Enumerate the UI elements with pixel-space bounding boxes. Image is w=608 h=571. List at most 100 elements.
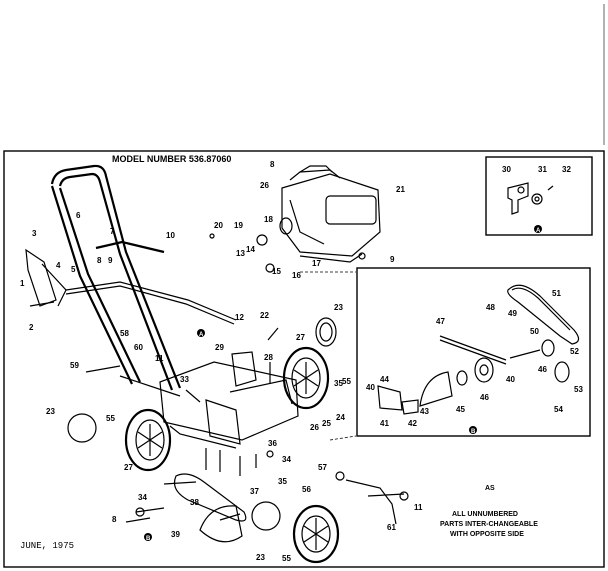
part-label-46a: 46: [480, 393, 489, 402]
part-label-17: 17: [312, 259, 321, 268]
part-label-57: 57: [318, 463, 327, 472]
part-label-2: 2: [29, 323, 34, 332]
part-label-32: 32: [562, 165, 571, 174]
part-label-12: 12: [235, 313, 244, 322]
engine: [279, 165, 381, 263]
inset-b-parts: [377, 284, 580, 415]
part-label-43: 43: [420, 407, 429, 416]
part-label-42: 42: [408, 419, 417, 428]
part-label-25: 25: [322, 419, 331, 428]
part-label-34b: 34: [138, 493, 147, 502]
part-label-49: 49: [508, 309, 517, 318]
part-label-53: 53: [574, 385, 583, 394]
part-label-11a: 11: [155, 354, 164, 363]
part-label-29: 29: [215, 343, 224, 352]
part-label-15: 15: [272, 267, 281, 276]
part-label-48: 48: [486, 303, 495, 312]
part-label-7: 7: [110, 227, 115, 236]
part-label-9b: 9: [108, 256, 113, 265]
part-label-34a: 34: [282, 455, 291, 464]
part-label-13: 13: [236, 249, 245, 258]
part-label-51: 51: [552, 289, 561, 298]
part-label-60: 60: [134, 343, 143, 352]
part-label-55a: 55: [106, 414, 115, 423]
chassis: [119, 351, 299, 449]
dashed-guide-2: [329, 435, 357, 441]
part-label-24: 24: [336, 413, 345, 422]
part-label-18: 18: [264, 215, 273, 224]
part-label-40b: 40: [506, 375, 515, 384]
main-callout-a-letter: A: [199, 332, 204, 338]
part-label-16: 16: [292, 271, 301, 280]
part-label-11b: 11: [414, 503, 423, 512]
callout-b-letter: B: [471, 429, 476, 435]
note-line-1: ALL UNNUMBERED: [452, 511, 518, 518]
part-label-58: 58: [120, 329, 129, 338]
part-label-35b: 35: [278, 477, 287, 486]
part-label-52: 52: [570, 347, 579, 356]
part-label-33: 33: [180, 375, 189, 384]
part-label-23a: 23: [334, 303, 343, 312]
main-callout-b-bubble: [144, 533, 152, 541]
part-label-14: 14: [246, 245, 255, 254]
diagram-frame: [3, 150, 605, 568]
hubcaps: [67, 317, 337, 531]
main-callout-a-bubble: [197, 329, 205, 337]
part-label-46b: 46: [538, 365, 547, 374]
wheel-left: [124, 408, 172, 472]
part-label-44: 44: [380, 375, 389, 384]
part-label-55b: 55: [282, 554, 291, 563]
part-label-37: 37: [250, 487, 259, 496]
part-label-45: 45: [456, 405, 465, 414]
part-label-4: 4: [56, 261, 61, 270]
callout-a-letter: A: [536, 228, 541, 234]
part-label-22: 22: [260, 311, 269, 320]
part-label-38: 38: [190, 498, 199, 507]
part-label-50: 50: [530, 327, 539, 336]
wheel-bottom: [292, 504, 340, 564]
part-label-31: 31: [538, 165, 547, 174]
part-label-26b: 26: [310, 423, 319, 432]
part-label-3: 3: [32, 229, 37, 238]
callout-a-bubble: [534, 225, 542, 233]
part-label-26a: 26: [260, 181, 269, 190]
part-label-55c: 55: [342, 377, 351, 386]
part-label-19: 19: [234, 221, 243, 230]
part-label-23b: 23: [46, 407, 55, 416]
part-label-30: 30: [502, 165, 511, 174]
part-label-21: 21: [396, 185, 405, 194]
note-line-2: PARTS INTER-CHANGEABLE: [440, 521, 538, 528]
part-label-27a: 27: [296, 333, 305, 342]
part-label-9a: 9: [390, 255, 395, 264]
part-label-56: 56: [302, 485, 311, 494]
note-line-3: WITH OPPOSITE SIDE: [450, 531, 524, 538]
part-label-27b: 27: [124, 463, 133, 472]
part-label-54: 54: [554, 405, 563, 414]
part-label-39: 39: [171, 530, 180, 539]
part-label-10: 10: [166, 231, 175, 240]
fasteners: [29, 233, 409, 523]
part-label-59: 59: [70, 361, 79, 370]
part-label-28: 28: [264, 353, 273, 362]
part-label-40: 40: [366, 383, 375, 392]
part-label-1: 1: [20, 279, 25, 288]
wheel-right-top: [282, 346, 330, 410]
main-callout-b-letter: B: [146, 536, 151, 542]
part-label-61: 61: [387, 523, 396, 532]
part-label-47: 47: [436, 317, 445, 326]
code-mark: AS: [485, 485, 495, 492]
handle-assembly: [25, 164, 237, 391]
part-label-8a: 8: [270, 160, 275, 169]
part-label-41: 41: [380, 419, 389, 428]
inset-box-b: [356, 267, 591, 437]
part-label-23c: 23: [256, 553, 265, 562]
part-label-5: 5: [71, 265, 76, 274]
revision-date: JUNE, 1975: [20, 541, 74, 551]
callout-b-bubble: [469, 426, 477, 434]
part-label-6: 6: [76, 211, 81, 220]
model-number-title: MODEL NUMBER 536.87060: [112, 154, 231, 164]
part-label-20: 20: [214, 221, 223, 230]
part-label-35a: 35: [334, 379, 343, 388]
